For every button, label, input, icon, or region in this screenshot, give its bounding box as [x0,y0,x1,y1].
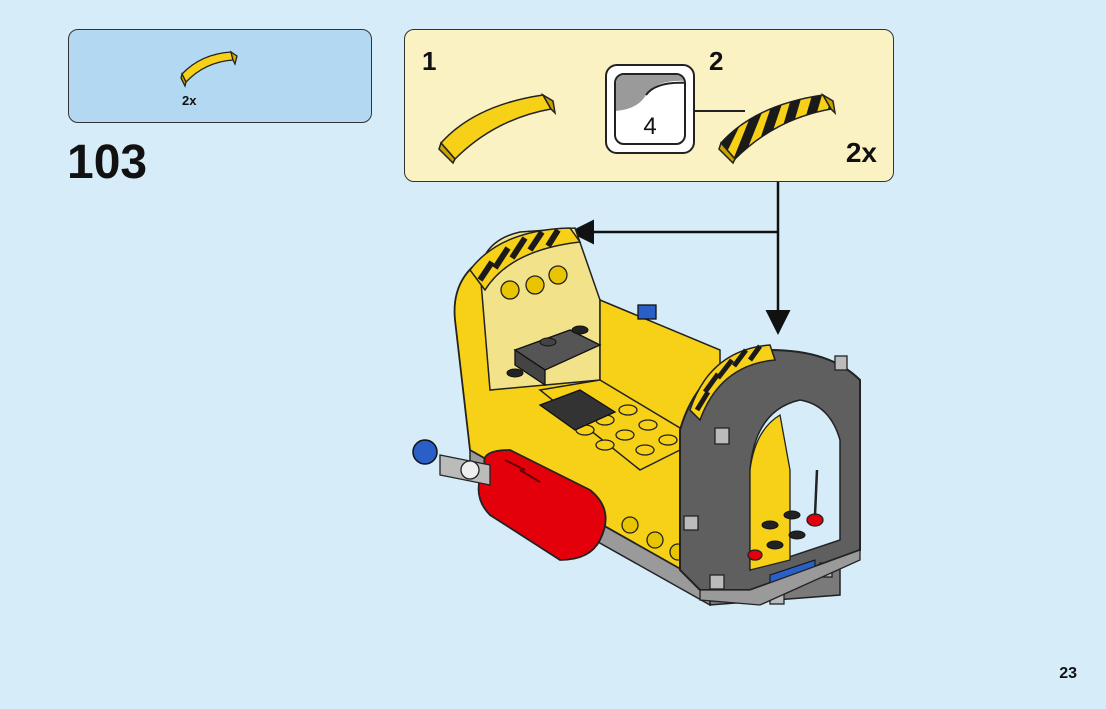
blue-pin [638,305,656,319]
page-number: 23 [1059,665,1077,683]
gray-arch-frame [680,345,860,605]
